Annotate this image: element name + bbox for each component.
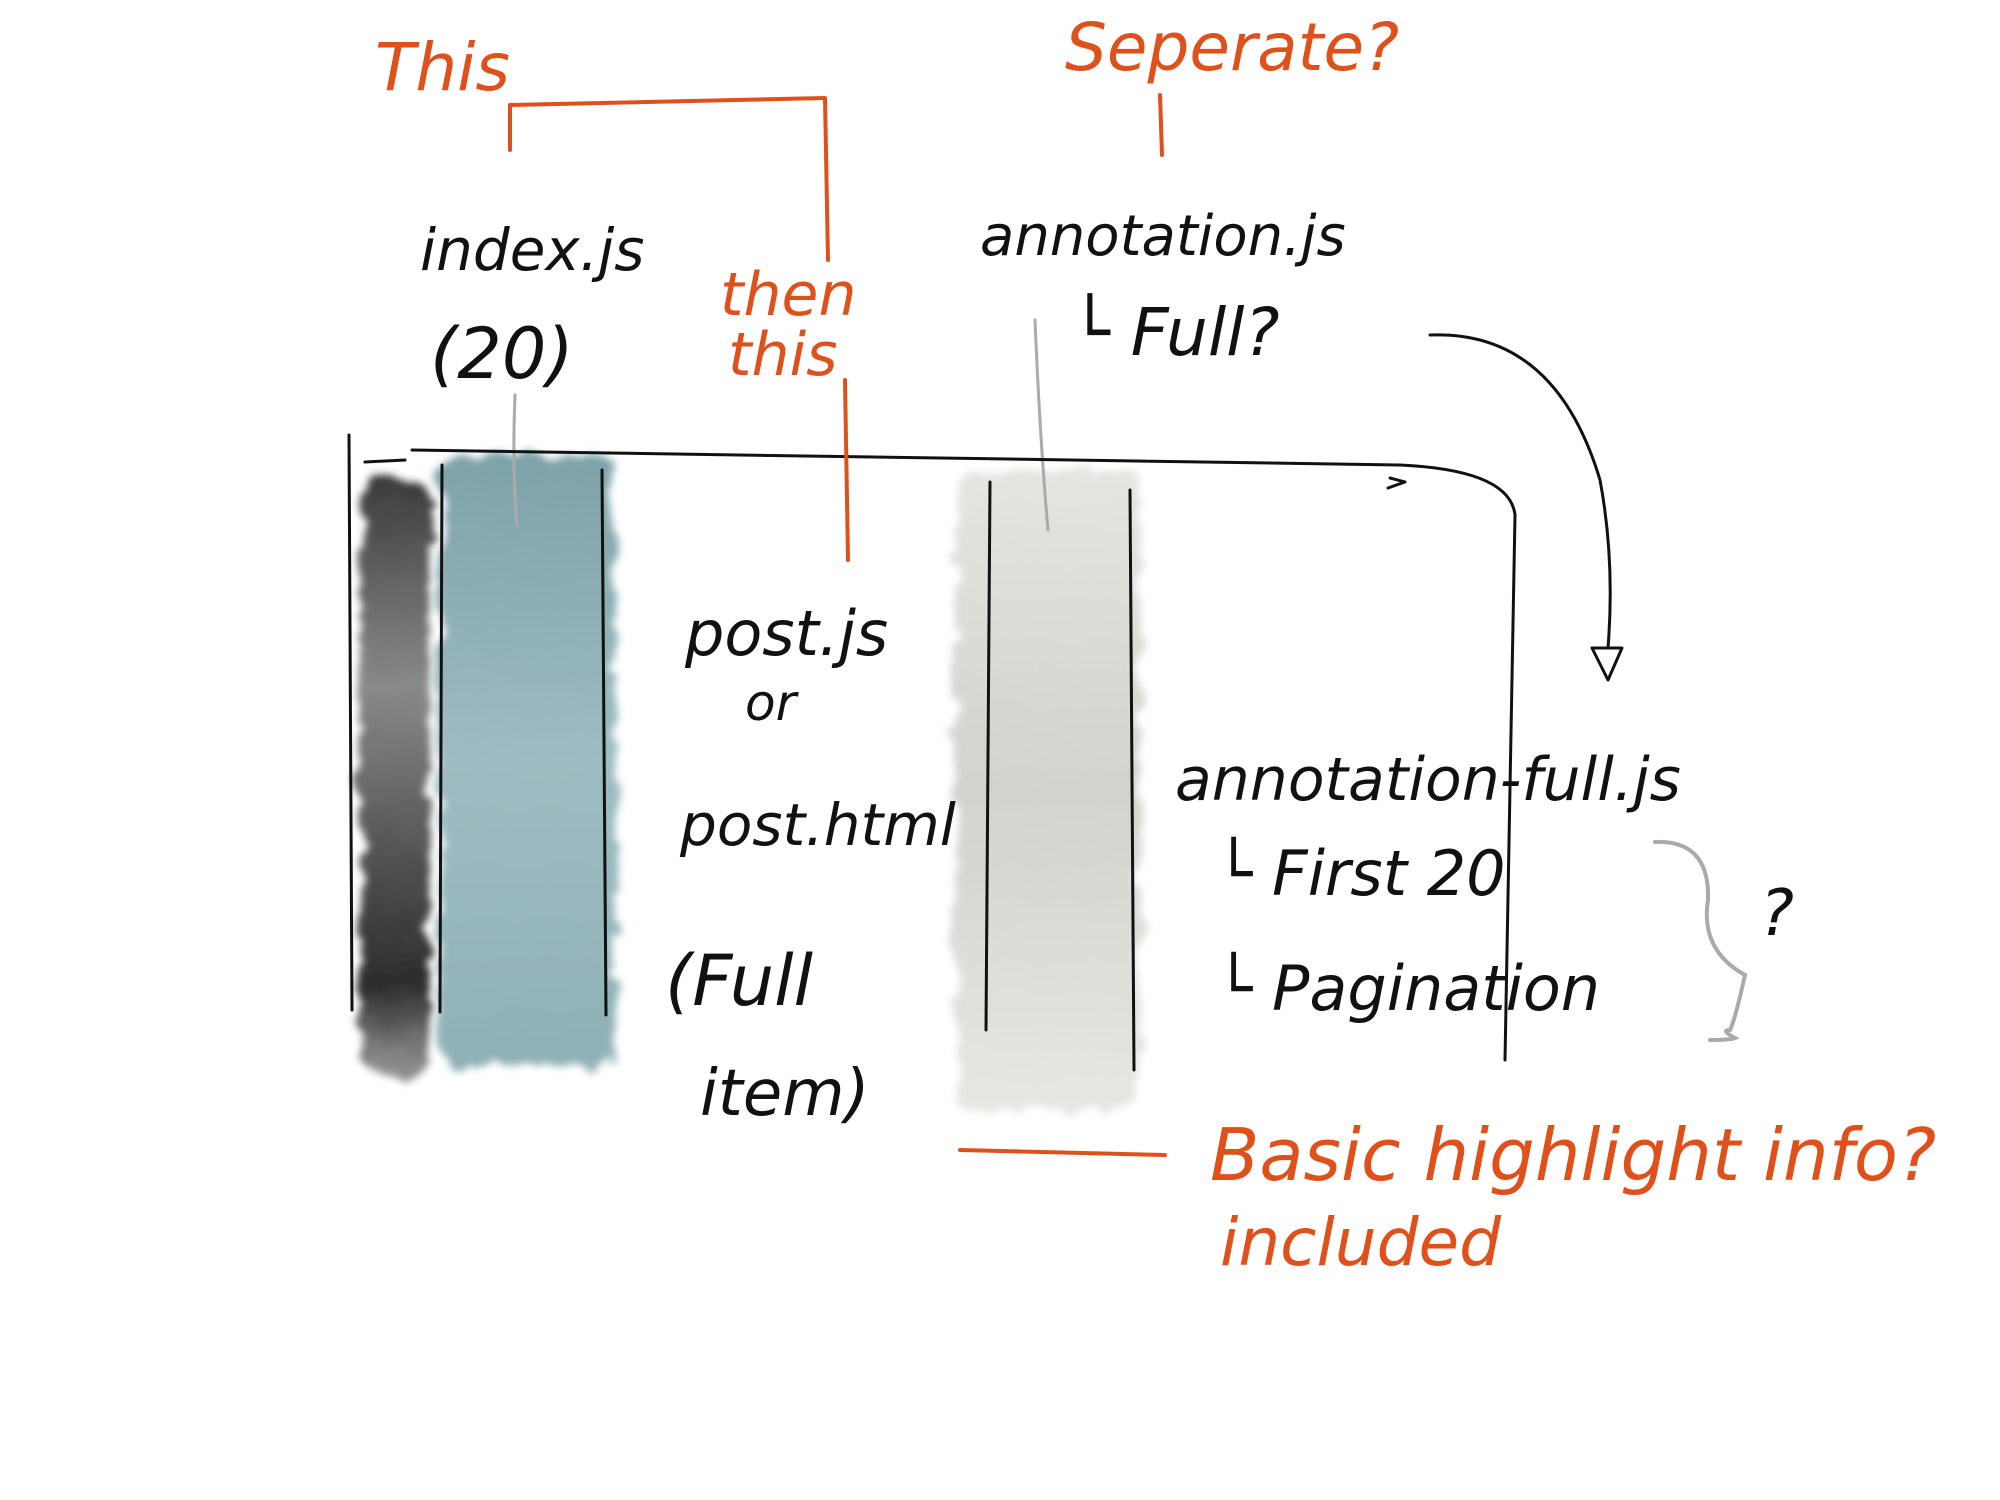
this-bracket — [508, 96, 830, 262]
sidebar-column-dark — [360, 475, 430, 1075]
annotation-full-label: annotation-full.js — [1175, 745, 1681, 815]
list-column-teal — [440, 455, 615, 1065]
annotation-pointer-stroke — [1033, 318, 1050, 532]
post-js-label: post.js — [684, 597, 888, 670]
note-separate: Seperate? — [1065, 9, 1399, 86]
full-item-line-2: item) — [700, 1057, 870, 1131]
note-included: included — [1220, 1204, 1502, 1281]
pagination-label: └ Pagination — [1215, 951, 1600, 1025]
options-brace — [1653, 839, 1748, 1042]
annotation-label: annotation.js — [980, 204, 1346, 269]
detail-column-light — [955, 470, 1140, 1110]
note-basic-highlight: Basic highlight info? — [1210, 1113, 1936, 1197]
annotation-sub: └ Full? — [1070, 293, 1280, 371]
index-pointer-stroke — [512, 393, 519, 527]
post-html-label: post.html — [679, 791, 956, 859]
options-question-mark: ? — [1760, 877, 1794, 951]
note-this: This — [375, 29, 510, 106]
note-then: then — [720, 260, 857, 330]
separate-pointer — [1158, 93, 1164, 157]
full-item-line-1: (Full — [665, 940, 814, 1022]
post-or-label: or — [745, 674, 800, 732]
full-arrowhead-icon — [1590, 646, 1624, 682]
index-label: index.js — [420, 216, 644, 284]
index-count: (20) — [430, 313, 574, 395]
route-arrow — [410, 448, 1517, 1062]
highlight-underline — [958, 1148, 1167, 1157]
route-arrowhead-icon — [1386, 476, 1407, 490]
note-this-second: this — [728, 320, 837, 390]
full-arrow — [1428, 333, 1612, 650]
first-20-label: └ First 20 — [1215, 836, 1506, 910]
column-frame-lines — [347, 433, 1136, 1072]
then-this-pointer — [843, 378, 850, 562]
